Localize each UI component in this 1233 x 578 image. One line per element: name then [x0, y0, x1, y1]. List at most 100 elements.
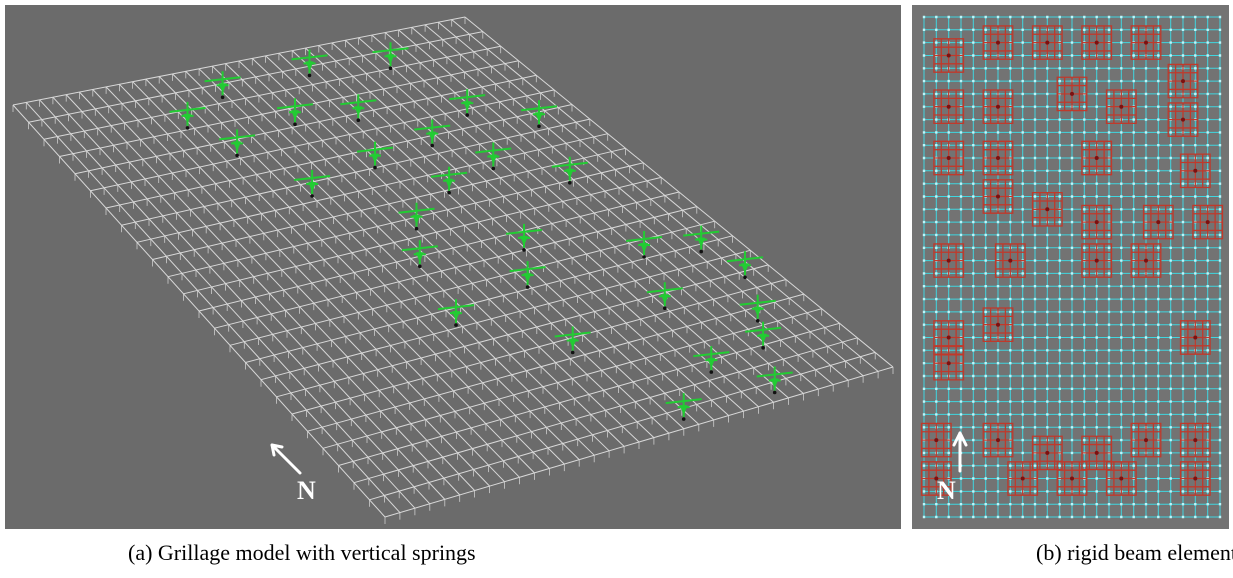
spring-marker-head [741, 263, 749, 274]
spring-node [568, 181, 572, 185]
spring-marker [739, 294, 776, 323]
rigid-beam-node [946, 104, 951, 109]
rigid-beam-node [1008, 258, 1013, 263]
rigid-beam-node [1193, 438, 1198, 443]
spring-marker-head [523, 273, 532, 284]
rigid-beam-node [934, 438, 939, 443]
spring-marker-head [759, 333, 768, 344]
rigid-beam-cluster [982, 89, 1014, 125]
rigid-beam-cluster [1179, 422, 1211, 458]
spring-node [447, 190, 451, 195]
spring-marker-head [452, 311, 460, 322]
grillage-3d-plot [12, 16, 894, 524]
spring-marker [437, 299, 475, 327]
spring-marker [169, 101, 206, 130]
spring-node [491, 166, 496, 171]
spring-marker-head [640, 243, 649, 253]
rigid-beam-node [996, 438, 1000, 443]
spring-marker [372, 42, 409, 70]
rigid-beam-node [996, 194, 1000, 199]
spring-node [430, 143, 434, 148]
rigid-beam-cluster [933, 38, 965, 73]
rigid-beam-cluster [1056, 461, 1088, 496]
rigid-beam-node [1094, 450, 1099, 455]
rigid-beam-node [946, 258, 951, 263]
spring-marker-head [428, 131, 437, 142]
spring-node [414, 226, 419, 231]
rigid-beam-node [1119, 104, 1124, 109]
spring-marker-head [520, 235, 528, 246]
rigid-beam-node [996, 40, 1000, 45]
rigid-beam-node [934, 476, 939, 481]
spring-marker [276, 98, 314, 127]
rigid-beam-node [1193, 335, 1198, 340]
spring-marker [744, 321, 782, 350]
spring-marker [554, 326, 591, 355]
spring-node [525, 285, 530, 289]
north-arrow-b [952, 431, 968, 473]
rigid-beam-cluster [920, 461, 952, 496]
spring-marker [401, 240, 438, 269]
rigid-beam-cluster [1031, 191, 1063, 227]
spring-node [465, 113, 469, 117]
grillage-mesh [12, 16, 894, 524]
rigid-beam-cluster [1179, 320, 1211, 355]
spring-marker-head [415, 252, 424, 263]
spring-marker [646, 282, 683, 310]
spring-node [522, 248, 526, 252]
spring-marker [449, 89, 486, 117]
spring-node [373, 165, 377, 170]
spring-marker [293, 170, 331, 198]
spring-marker-head [770, 378, 779, 389]
spring-marker-head [463, 101, 472, 112]
spring-marker-head [697, 237, 706, 248]
rigid-beam-cluster [933, 89, 965, 125]
rigid-beam-node [1144, 40, 1148, 45]
rigid-beam-node [1045, 450, 1050, 455]
rigid-beam-cluster [1142, 204, 1174, 240]
spring-marker-head [660, 294, 669, 305]
grillage-lines [12, 16, 894, 518]
rigid-beam-cluster [1081, 140, 1113, 176]
spring-node [307, 73, 312, 78]
north-label-a: N [297, 476, 316, 505]
rigid-beam-node [996, 104, 1000, 109]
spring-marker-head [354, 106, 363, 117]
rigid-beam-cluster [1081, 243, 1113, 278]
rigid-beam-cluster [982, 179, 1014, 214]
rigid-beam-node [946, 361, 951, 366]
rigid-beam-node [946, 53, 951, 58]
spring-node [454, 323, 458, 327]
spring-node [663, 306, 667, 310]
spring-marker [340, 94, 377, 122]
spring-marker [520, 100, 558, 129]
spring-marker-head [568, 338, 577, 349]
rigid-beam-node [946, 156, 951, 160]
rigid-beam-cluster [982, 25, 1014, 60]
rigid-beam-node [1094, 220, 1099, 225]
rigid-beam-cluster [994, 243, 1026, 278]
rigid-beam-cluster [1007, 461, 1039, 496]
rigid-beam-cluster [1130, 422, 1162, 458]
spring-node [537, 124, 541, 129]
spring-node [418, 264, 422, 269]
spring-marker [475, 142, 512, 171]
spring-node [220, 95, 225, 100]
caption-b: (b) rigid beam elements [1036, 540, 1233, 565]
spring-marker-head [489, 154, 498, 165]
spring-node [755, 319, 760, 323]
rigid-beam-node [1020, 476, 1025, 481]
spring-marker-head [218, 83, 227, 94]
spring-node [709, 370, 714, 374]
rigid-beam-node [1045, 207, 1050, 212]
spring-marker [756, 366, 793, 395]
rigid-beam-elements [920, 25, 1224, 496]
rigid-beam-cluster [1167, 102, 1199, 137]
rigid-beam-cluster [933, 140, 965, 176]
spring-node [388, 66, 393, 70]
spring-marker [398, 202, 435, 231]
rigid-beam-node [1070, 91, 1074, 96]
spring-marker-head [565, 168, 574, 179]
rigid-beam-cluster [1105, 89, 1137, 125]
rigid-beam-node [1094, 156, 1099, 160]
